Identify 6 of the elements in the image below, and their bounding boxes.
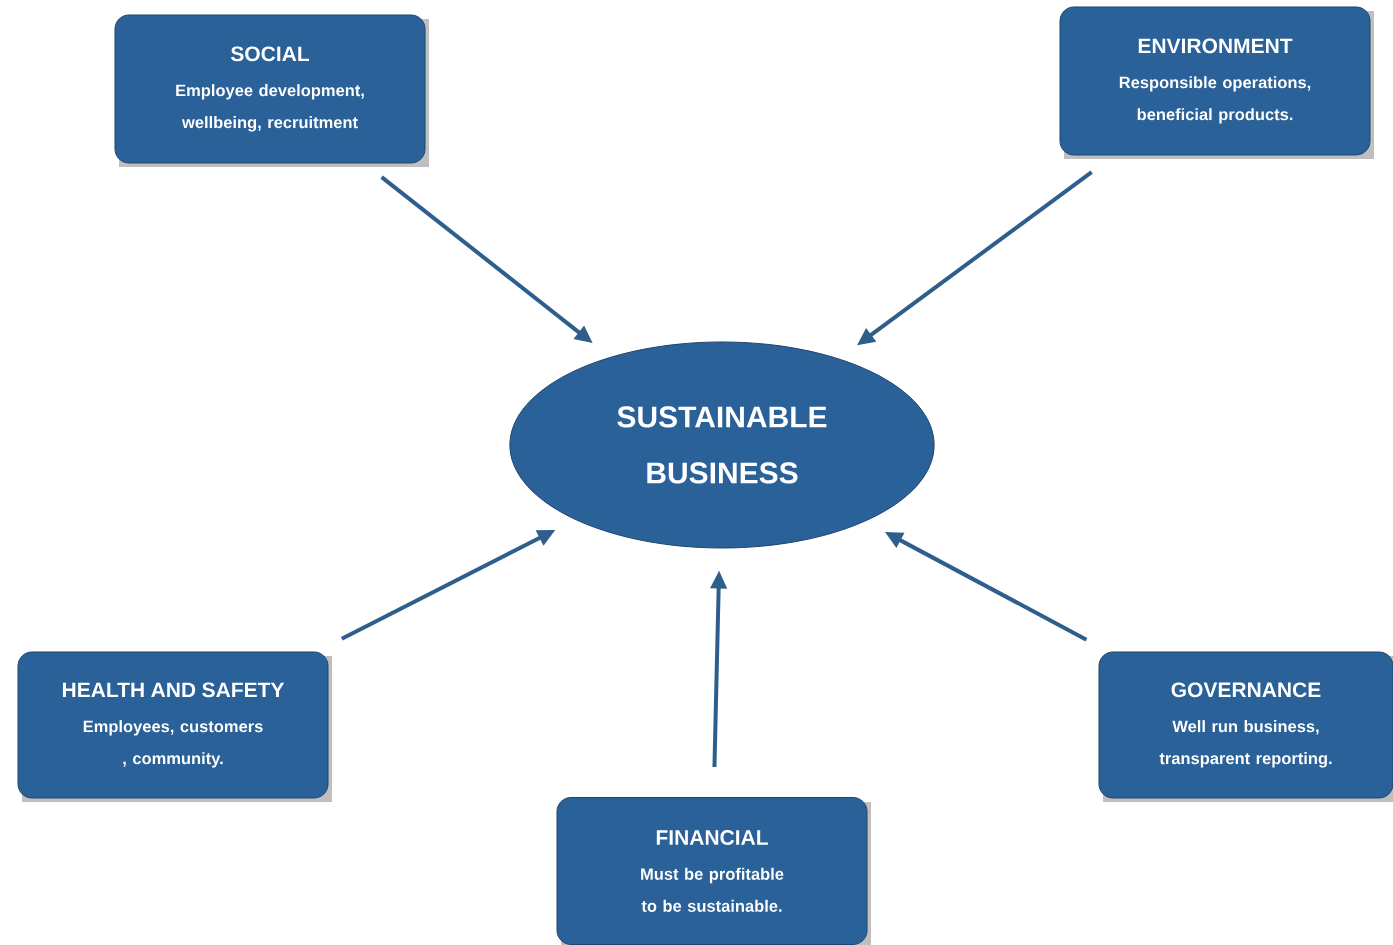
- text-box: HEALTH AND SAFETY Employees, customers , community.: [17, 651, 332, 802]
- text-box: ENVIRONMENT Responsible operations, beneficial products.: [1059, 6, 1374, 159]
- text-box: GOVERNANCE Well run business, transparent reporting.: [1098, 651, 1393, 802]
- text-box: SOCIAL Employee development, wellbeing, recruitment: [114, 14, 429, 167]
- oval-node: SUSTAINABLE BUSINESS: [509, 341, 935, 549]
- text-box: FINANCIAL Must be profitable to be sustainable.: [556, 797, 871, 945]
